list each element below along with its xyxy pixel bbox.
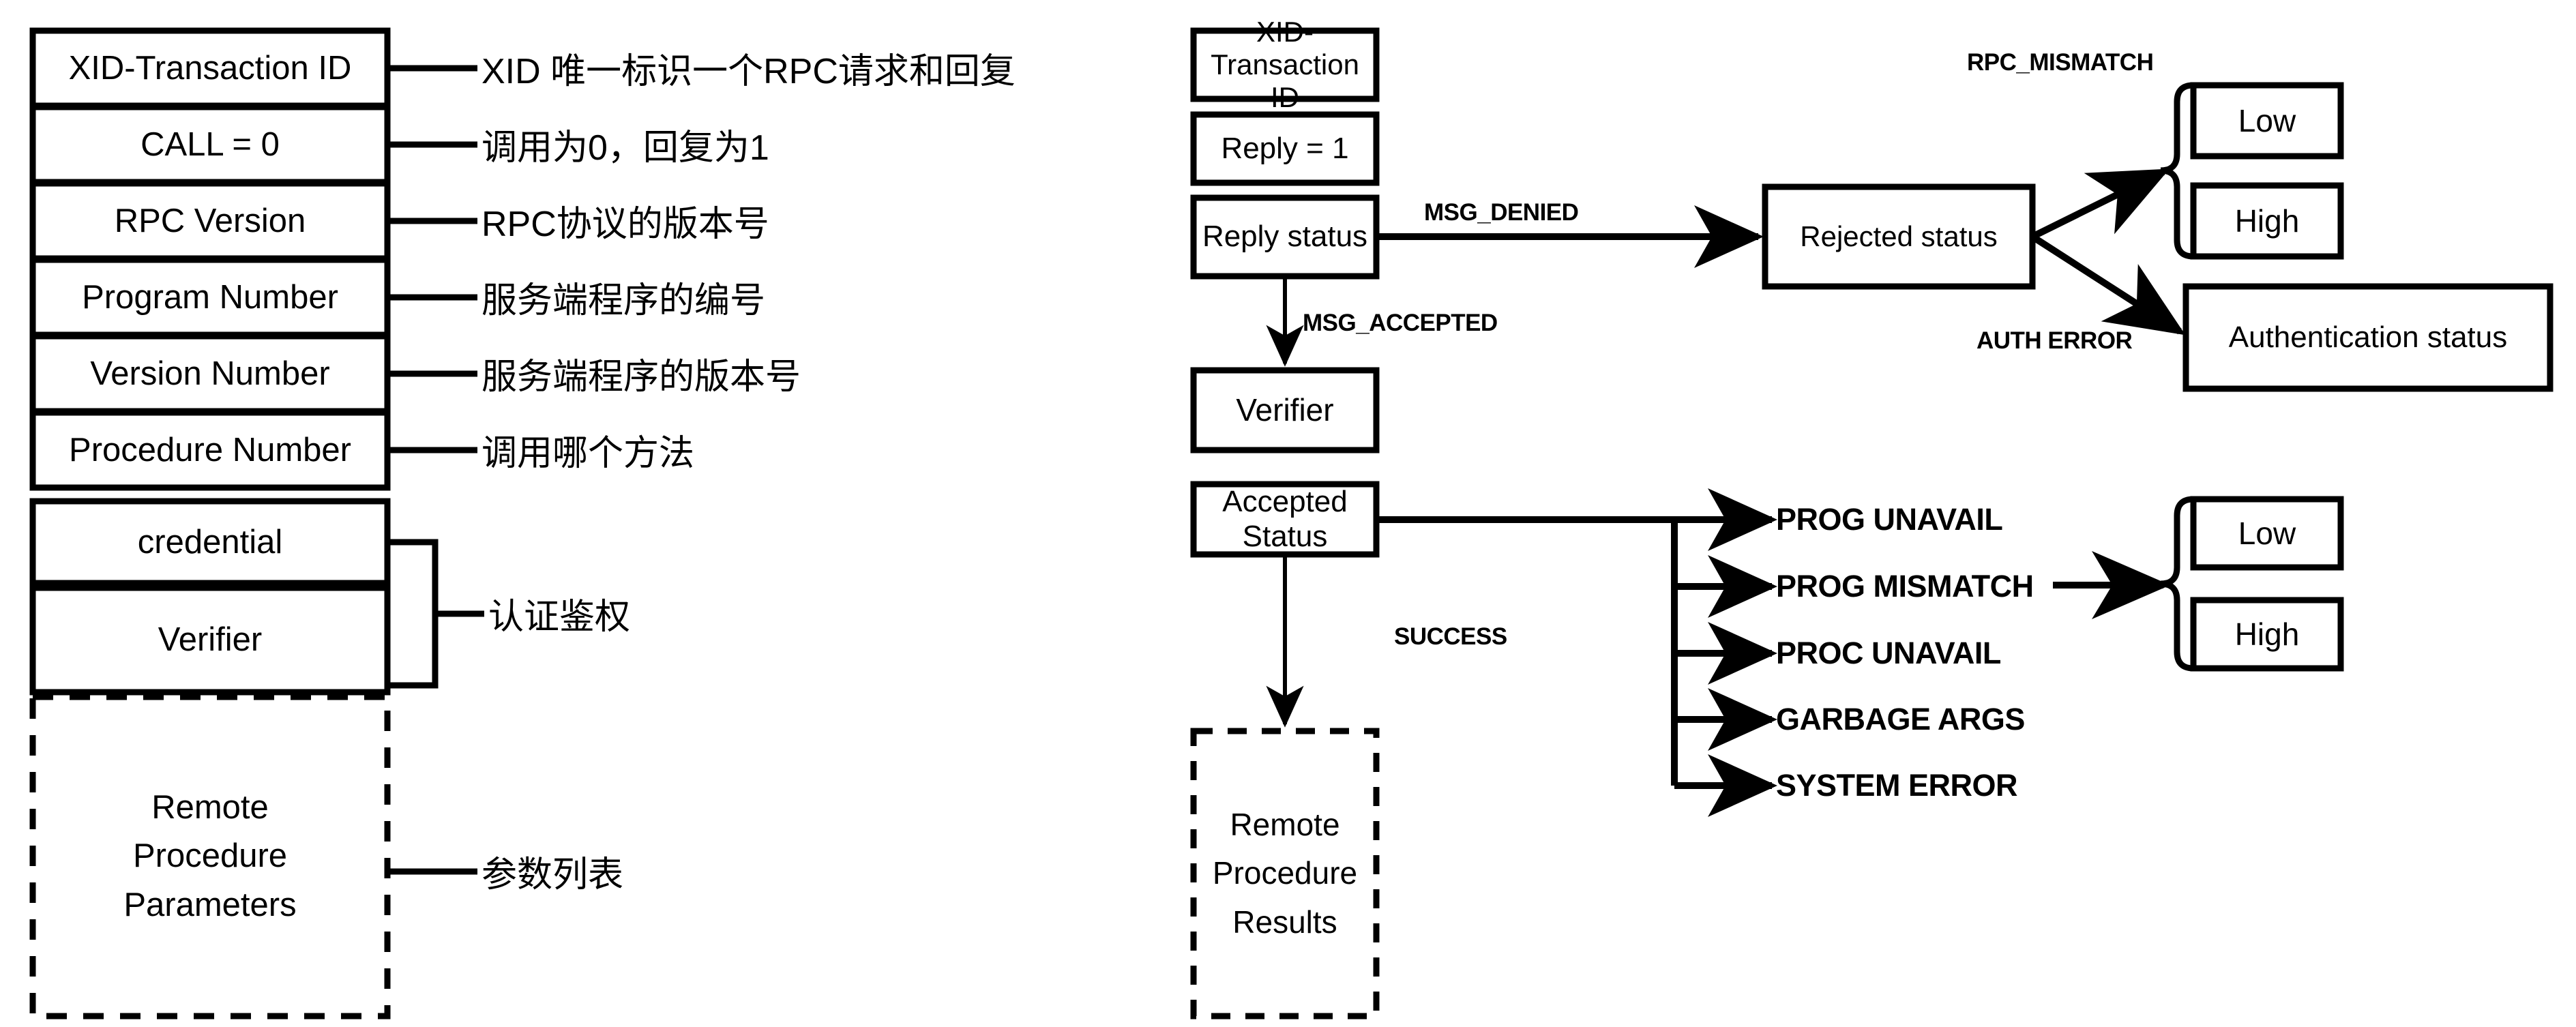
left-box-credential bbox=[29, 498, 391, 586]
brace-rpc-version bbox=[2160, 82, 2194, 260]
node-rejected-status bbox=[1762, 183, 2036, 290]
left-box-procnum bbox=[29, 409, 391, 491]
annotation-prognum: 服务端程序的编号 bbox=[482, 280, 766, 321]
right-box-accepted bbox=[1190, 481, 1380, 558]
annotation-rpcver: RPC协议的版本号 bbox=[482, 204, 769, 244]
node-auth-status bbox=[2182, 283, 2553, 392]
edge-label-rpc-mismatch: RPC_MISMATCH bbox=[1967, 49, 2154, 76]
right-box-reply bbox=[1190, 111, 1380, 186]
outcome-proc-unavail: PROC UNAVAIL bbox=[1776, 636, 2001, 670]
auth-bracket bbox=[387, 539, 484, 689]
left-box-call bbox=[29, 104, 391, 185]
annotation-auth-group: 认证鉴权 bbox=[488, 597, 631, 637]
edge-auth-error bbox=[2030, 233, 2186, 336]
annotation-xid: XID 唯一标识一个RPC请求和回复 bbox=[482, 51, 1016, 91]
node-high-prog bbox=[2190, 597, 2344, 672]
annotation-call: 调用为0，回复为1 bbox=[482, 128, 769, 168]
edge-label-msg-denied: MSG_DENIED bbox=[1424, 199, 1579, 226]
edge-rpc-mismatch bbox=[2030, 168, 2170, 240]
left-box-vernum bbox=[29, 333, 391, 415]
left-box-xid bbox=[29, 27, 391, 109]
right-box-rpcresults bbox=[1190, 728, 1380, 1019]
outcome-prog-unavail: PROG UNAVAIL bbox=[1776, 502, 2003, 537]
outcome-prog-mismatch: PROG MISMATCH bbox=[1776, 569, 2034, 604]
edge-label-auth-error: AUTH ERROR bbox=[1977, 327, 2133, 354]
edge-label-success: SUCCESS bbox=[1394, 623, 1507, 650]
node-low-prog bbox=[2190, 496, 2344, 571]
left-box-verifier bbox=[29, 584, 391, 696]
node-high-rpc bbox=[2190, 182, 2344, 260]
outcome-garbage-args: GARBAGE ARGS bbox=[1776, 702, 2025, 736]
right-box-replystatus bbox=[1190, 194, 1380, 280]
left-box-rpcparams bbox=[29, 694, 391, 1019]
right-box-xid bbox=[1190, 27, 1380, 102]
right-box-verifier bbox=[1190, 367, 1380, 453]
left-box-rpcver bbox=[29, 180, 391, 262]
annotation-params-group: 参数列表 bbox=[482, 854, 624, 895]
brace-prog-version bbox=[2160, 496, 2194, 672]
node-low-rpc bbox=[2190, 82, 2344, 160]
left-box-prognum bbox=[29, 256, 391, 338]
outcome-system-error: SYSTEM ERROR bbox=[1776, 768, 2018, 803]
annotation-procnum: 调用哪个方法 bbox=[482, 433, 695, 473]
edge-label-msg-accepted: MSG_ACCEPTED bbox=[1303, 310, 1498, 336]
annotation-vernum: 服务端程序的版本号 bbox=[482, 357, 801, 397]
